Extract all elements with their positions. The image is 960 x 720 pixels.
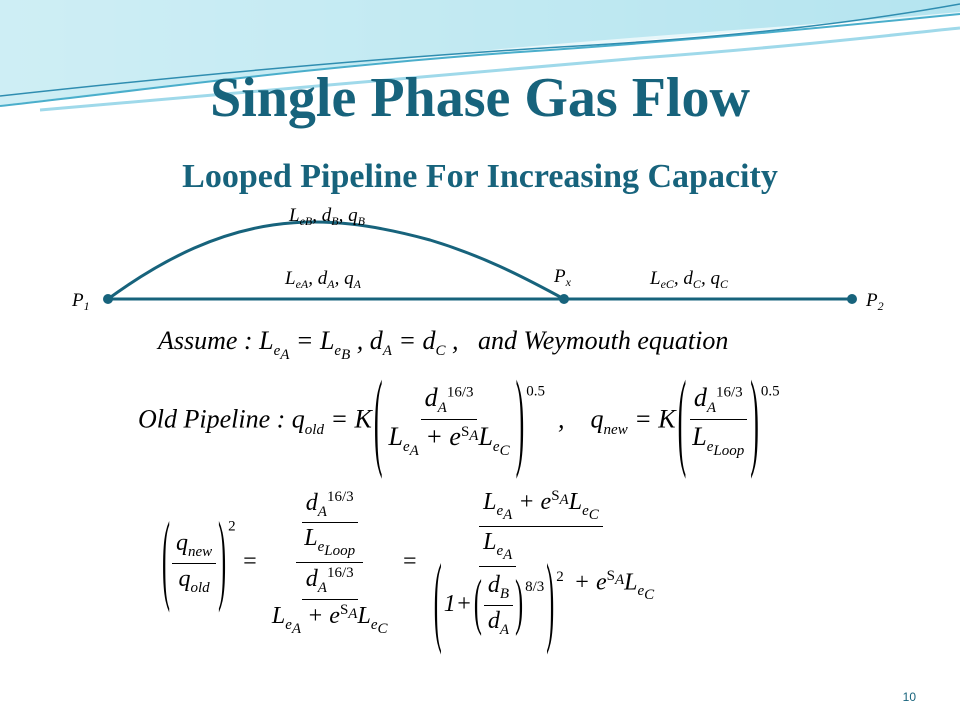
node-p2 <box>847 294 857 304</box>
header-wave-banner <box>0 0 960 112</box>
loop-pipe-b <box>107 220 565 301</box>
node-p1 <box>103 294 113 304</box>
label-section-a: LeA, dA, qA <box>285 268 361 291</box>
assumption-equation: Assume : LeA = LeB , dA = dC , and Weymo… <box>158 326 729 364</box>
label-loop-b: LeB, dB, qB <box>289 205 365 228</box>
node-px <box>559 294 569 304</box>
wave-line-1 <box>0 13 960 107</box>
page-number: 10 <box>902 690 916 704</box>
label-px: Px <box>554 266 571 289</box>
wave-line-2 <box>0 3 960 97</box>
label-section-c: LeC, dC, qC <box>650 268 728 291</box>
slide-title: Single Phase Gas Flow <box>210 67 750 129</box>
label-p1: P1 <box>72 290 90 313</box>
label-p2: P2 <box>866 290 884 313</box>
slide-subtitle: Looped Pipeline For Increasing Capacity <box>182 158 778 195</box>
wave-line-3 <box>39 26 960 112</box>
